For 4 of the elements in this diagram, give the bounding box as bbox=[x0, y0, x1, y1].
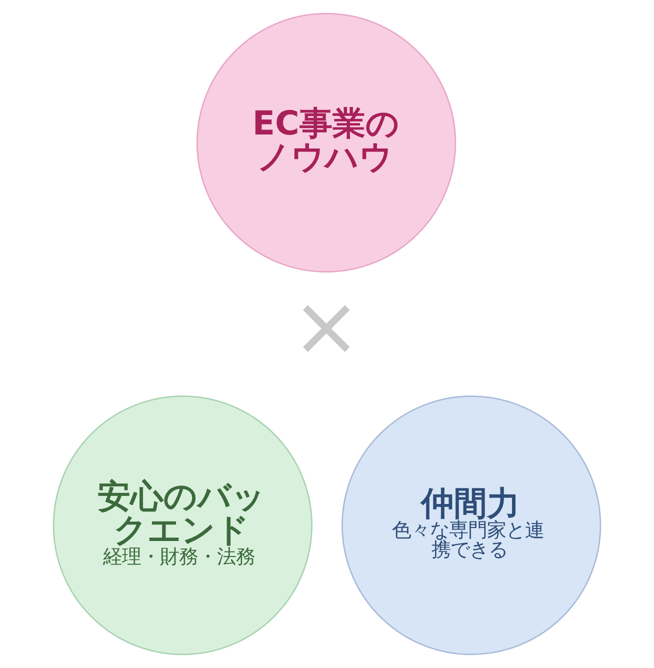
node-circle: 安心のバックエンド 経理・財務・法務 bbox=[52, 395, 312, 656]
node-circle: 仲間力 色々な専門家と連携できる bbox=[342, 395, 602, 656]
label: × bbox=[292, 278, 362, 375]
node-circle: EC事業のノウハウ bbox=[196, 12, 456, 273]
